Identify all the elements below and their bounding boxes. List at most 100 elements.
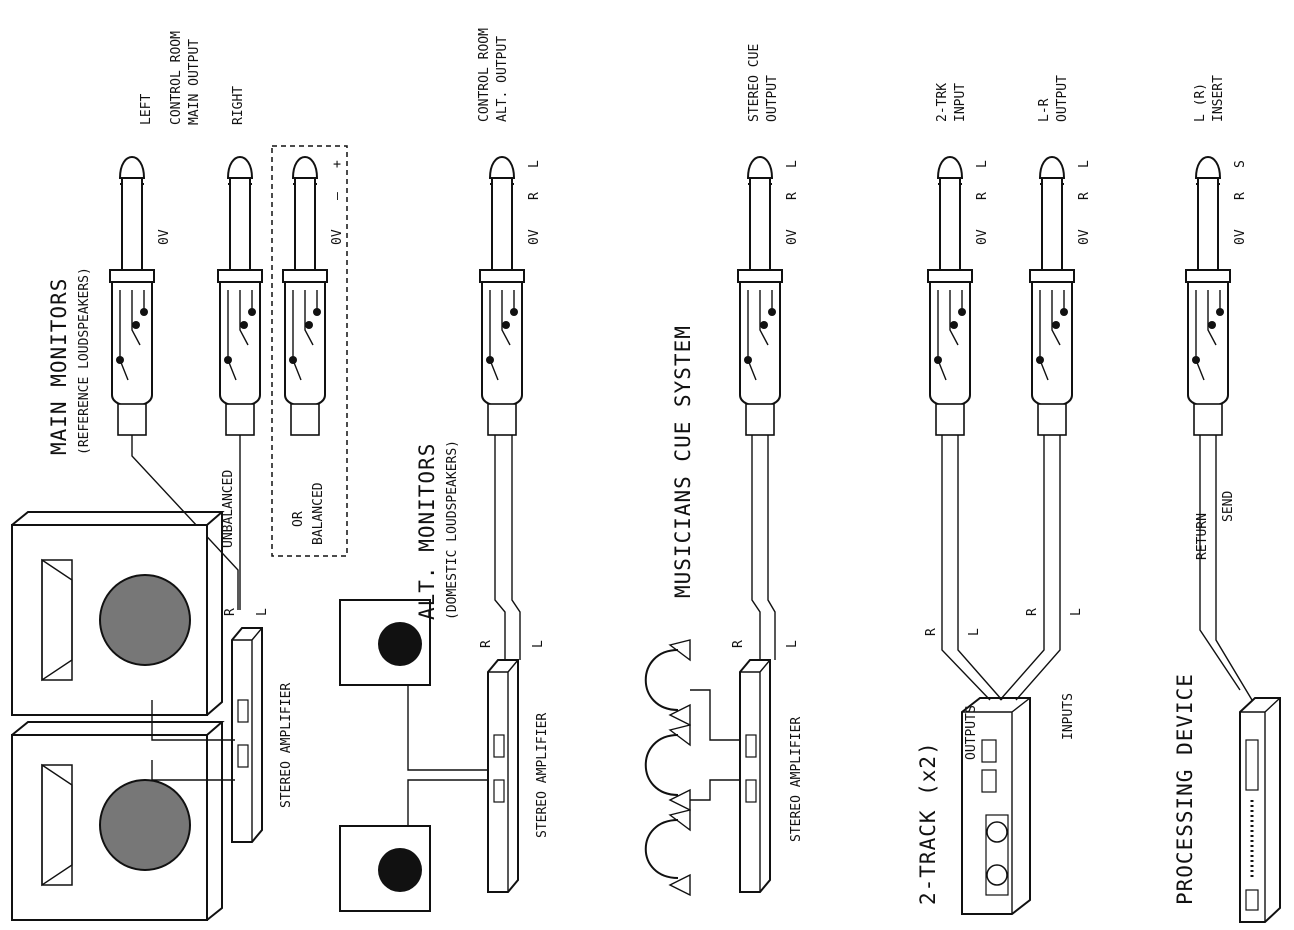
- solder-dot: [486, 356, 494, 364]
- amp-main: [231, 627, 263, 843]
- terminal-label: +: [330, 160, 345, 168]
- main-loudspeaker-top: [11, 511, 225, 716]
- terminal-label: R: [785, 192, 800, 200]
- terminal-label: 0V: [1233, 229, 1248, 245]
- solder-dot: [510, 308, 518, 316]
- terminal-label: S: [1233, 160, 1248, 168]
- label-outputs: OUTPUTS: [964, 705, 979, 760]
- terminal-label: 0V: [157, 229, 172, 245]
- subtitle-main-monitors: (REFERENCE LOUDSPEAKERS): [77, 267, 92, 455]
- jack-tip: [1194, 156, 1222, 179]
- label-insert-1: L (R): [1193, 83, 1208, 122]
- jack-collar: [109, 269, 155, 283]
- jack-collar: [1029, 269, 1075, 283]
- label-cue-r: R: [731, 640, 746, 648]
- terminal-label: 0V: [1077, 229, 1092, 245]
- label-amp-main: STEREO AMPLIFIER: [279, 683, 294, 808]
- jack-plug-trk-in: 0V R L: [927, 156, 990, 436]
- solder-dot: [289, 356, 297, 364]
- jack-sleeve: [491, 177, 513, 271]
- label-cr-main-2: MAIN OUTPUT: [187, 39, 202, 125]
- terminal-label: L: [785, 160, 800, 168]
- jack-strain-relief: [745, 403, 775, 436]
- jack-strain-relief: [1037, 403, 1067, 436]
- jack-plug-alt: 0V R L: [479, 156, 542, 436]
- solder-dot: [1208, 321, 1216, 329]
- solder-dot: [140, 308, 148, 316]
- jack-collar: [927, 269, 973, 283]
- solder-dot: [760, 321, 768, 329]
- terminal-label: L: [975, 160, 990, 168]
- terminal-label: 0V: [975, 229, 990, 245]
- title-alt-monitors: ALT. MONITORS: [415, 443, 439, 620]
- jack-strain-relief: [290, 403, 320, 436]
- jack-sleeve: [1197, 177, 1219, 271]
- label-cr-alt-1: CONTROL ROOM: [477, 28, 492, 122]
- label-unbalanced: UNBALANCED: [221, 470, 236, 548]
- label-inputs: INPUTS: [1061, 693, 1076, 740]
- label-amp-cue: STEREO AMPLIFIER: [789, 717, 804, 842]
- label-trk-l: L: [967, 628, 982, 636]
- subtitle-alt-monitors: (DOMESTIC LOUDSPEAKERS): [445, 440, 460, 620]
- solder-dot: [132, 321, 140, 329]
- jack-sleeve: [229, 177, 251, 271]
- jack-tip: [118, 156, 146, 179]
- terminal-label: R: [975, 192, 990, 200]
- jack-strain-relief: [225, 403, 255, 436]
- label-balanced: BALANCED: [311, 482, 326, 545]
- label-right: RIGHT: [231, 86, 246, 125]
- solder-dot: [1216, 308, 1224, 316]
- label-or: OR: [291, 511, 306, 527]
- jack-collar: [737, 269, 783, 283]
- label-insert-2: INSERT: [1211, 75, 1226, 122]
- solder-dot: [950, 321, 958, 329]
- terminal-label: L: [1077, 160, 1092, 168]
- label-lr-r: R: [1025, 608, 1040, 616]
- jack-tip: [291, 156, 319, 179]
- jack-tip: [746, 156, 774, 179]
- terminal-label: 0V: [527, 229, 542, 245]
- label-alt-r: R: [479, 640, 494, 648]
- label-2trk-1: 2-TRK: [935, 83, 950, 122]
- headphone-1: [644, 639, 691, 727]
- cable-alt-a: [494, 435, 506, 660]
- solder-dot: [744, 356, 752, 364]
- solder-dot: [502, 321, 510, 329]
- processing-device: [1239, 697, 1281, 923]
- alt-loudspeaker-top: [339, 599, 431, 686]
- main-speaker-wires: [151, 700, 235, 781]
- label-cr-main-1: CONTROL ROOM: [169, 31, 184, 125]
- solder-dot: [1192, 356, 1200, 364]
- cable-insert-a: [1199, 435, 1241, 691]
- solder-dot: [305, 321, 313, 329]
- label-main-r: R: [223, 608, 238, 616]
- label-cr-alt-2: ALT. OUTPUT: [495, 36, 510, 122]
- cable-lr-b: [1015, 435, 1061, 701]
- jack-sleeve: [939, 177, 961, 271]
- terminal-label: L: [527, 160, 542, 168]
- title-main-monitors: MAIN MONITORS: [47, 278, 71, 455]
- label-lr-l: L: [1069, 608, 1084, 616]
- label-cue-1: STEREO CUE: [747, 44, 762, 122]
- terminal-label: R: [527, 192, 542, 200]
- jack-plug-main-left: 0V: [109, 156, 172, 436]
- jack-plug-balanced: 0V–+: [282, 156, 345, 436]
- jack-sleeve: [749, 177, 771, 271]
- solder-dot: [1036, 356, 1044, 364]
- cable-2trk-b: [957, 435, 1003, 701]
- solder-dot: [240, 321, 248, 329]
- title-cue-system: MUSICIANS CUE SYSTEM: [671, 325, 695, 598]
- headphone-3: [644, 809, 691, 897]
- solder-dot: [1052, 321, 1060, 329]
- jack-collar: [1185, 269, 1231, 283]
- label-alt-l: L: [531, 640, 546, 648]
- jack-sleeve: [1041, 177, 1063, 271]
- terminal-label: –: [330, 192, 345, 200]
- label-return: RETURN: [1195, 513, 1210, 560]
- label-2trk-2: INPUT: [953, 83, 968, 122]
- title-processing-device: PROCESSING DEVICE: [1173, 673, 1197, 905]
